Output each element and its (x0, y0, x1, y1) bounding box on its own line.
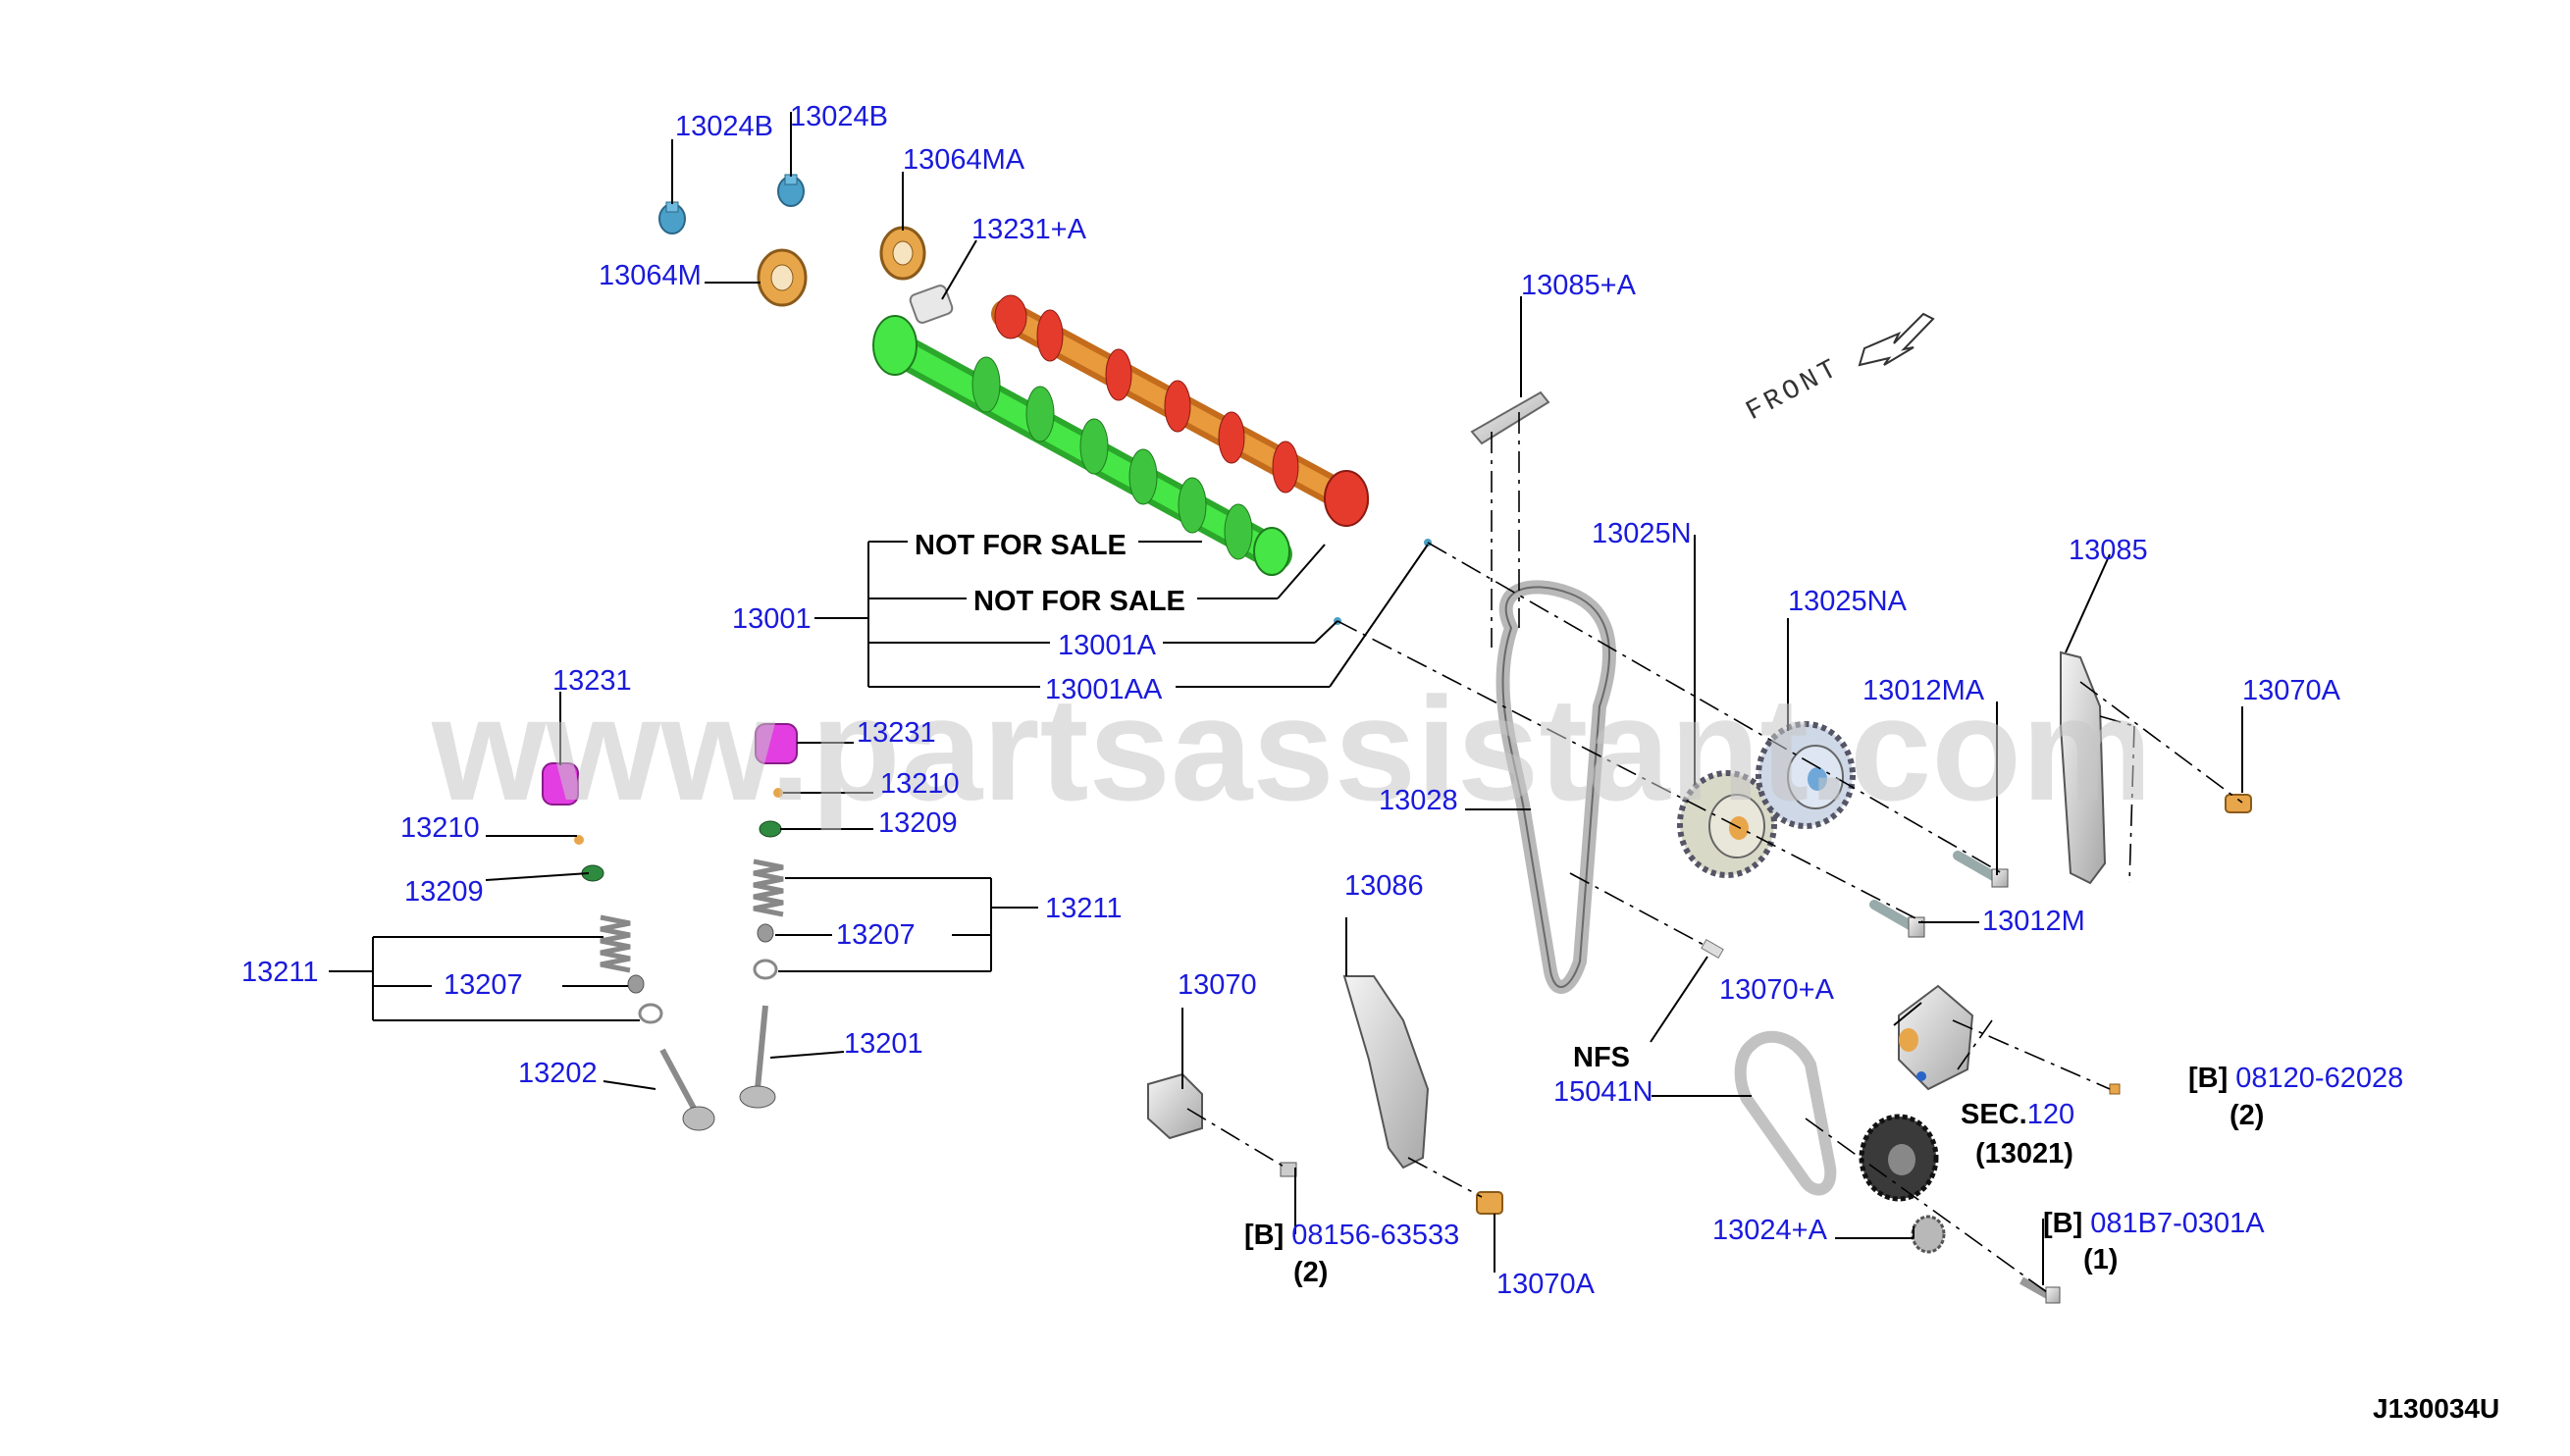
watermark-text: www.partsassistant.com (431, 666, 2152, 831)
bolt-13012ma-shape (1953, 851, 2009, 888)
tensioner-13070-shape (1147, 1072, 1203, 1140)
reluctor-13064ma-shape (879, 226, 926, 281)
label-13001[interactable]: 13001 (732, 603, 812, 635)
label-13025n[interactable]: 13025N (1592, 518, 1692, 549)
bushing-13231a-shape (909, 285, 954, 324)
bolt-08120-ref[interactable]: [B]08120-62028 (2188, 1063, 2403, 1094)
oil-pump-chain-15041n-shape (1734, 1030, 1837, 1196)
seat-left-shape (638, 1003, 663, 1024)
not-for-sale-exhaust: NOT FOR SALE (973, 586, 1185, 617)
label-13001aa[interactable]: 13001AA (1045, 674, 1163, 705)
bolt-13070a-right-shape (2225, 794, 2252, 813)
spring-13211-left-shape (600, 914, 631, 973)
bolt-08120-bracket: [B] (2188, 1063, 2228, 1094)
bolt-08120-number[interactable]: 08120-62028 (2235, 1063, 2403, 1094)
label-13070a-plus[interactable]: 13070+A (1719, 974, 1835, 1006)
bolt-08156-ref[interactable]: [B]08156-63533 (1244, 1220, 1459, 1251)
not-for-sale-intake: NOT FOR SALE (915, 530, 1127, 561)
chain-guide-13085-shape (2060, 650, 2107, 885)
tensioner-arm-13086-shape (1342, 975, 1430, 1170)
bolt-08156-qty: (2) (1293, 1257, 1328, 1288)
bolt-081b7-ref[interactable]: [B] 081B7-0301A (2043, 1208, 2265, 1239)
label-13001a[interactable]: 13001A (1058, 630, 1157, 661)
sprocket-13021-shape (1859, 1114, 1939, 1202)
bolt-081b7-number[interactable]: 081B7-0301A (2090, 1208, 2265, 1239)
label-13070[interactable]: 13070 (1178, 969, 1257, 1001)
front-direction-label: FRONT (1742, 353, 1846, 428)
bolt-08120-shape (2109, 1083, 2121, 1095)
spring-13211-mid-shape (753, 858, 784, 917)
label-13207-mid[interactable]: 13207 (836, 919, 916, 951)
exhaust-camshaft-shape (991, 294, 1369, 527)
seat-mid-shape (753, 959, 778, 980)
label-13210-left[interactable]: 13210 (400, 812, 480, 844)
label-13024b-left[interactable]: 13024B (675, 111, 773, 142)
bolt-13024b-right-shape (777, 174, 805, 207)
bolt-08120-qty: (2) (2229, 1100, 2264, 1131)
label-13070a-bottom[interactable]: 13070A (1496, 1269, 1596, 1300)
bolt-13070a-bottom-shape (1476, 1191, 1503, 1215)
valve-13202-shape (659, 1048, 715, 1131)
timing-chain-outline (1501, 586, 1610, 988)
bolt-08156-bracket: [B] (1244, 1220, 1284, 1251)
label-13064ma[interactable]: 13064MA (903, 144, 1025, 176)
bolt-081b7-bracket: [B] (2043, 1208, 2082, 1239)
tensioner-13070a-plus-shape (1898, 984, 1974, 1091)
seal-13207-left-shape (627, 974, 645, 994)
label-13012ma[interactable]: 13012MA (1862, 675, 1985, 706)
sprocket-13025na-shape (1756, 721, 1856, 829)
section-prefix: SEC. (1961, 1099, 2027, 1130)
label-13207-left[interactable]: 13207 (444, 969, 523, 1001)
part-labels: 13024B 13024B 13064MA 13064M 13231+A 130… (241, 101, 2499, 1424)
label-13028[interactable]: 13028 (1379, 785, 1458, 816)
section-part-number: (13021) (1975, 1138, 2073, 1170)
label-13025na[interactable]: 13025NA (1788, 586, 1908, 617)
diagram-code: J130034U (2373, 1393, 2499, 1424)
valve-13201-shape (739, 1005, 776, 1109)
cotter-13210-mid-shape (773, 788, 783, 798)
label-13210-mid[interactable]: 13210 (880, 768, 960, 800)
label-13086[interactable]: 13086 (1344, 870, 1424, 902)
section-number[interactable]: 120 (2027, 1099, 2074, 1130)
label-13024b-right[interactable]: 13024B (790, 101, 888, 132)
front-arrow-icon (1858, 312, 1935, 367)
intake-camshaft-shape (872, 315, 1292, 576)
bolt-08156-number[interactable]: 08156-63533 (1291, 1220, 1459, 1251)
label-13231a[interactable]: 13231+A (971, 214, 1087, 245)
label-13209-left[interactable]: 13209 (404, 876, 484, 908)
cotter-13210-left-shape (574, 835, 584, 845)
nfs-label: NFS (1573, 1042, 1630, 1073)
label-15041n[interactable]: 15041N (1553, 1076, 1653, 1108)
bolt-081b7-shape (2019, 1276, 2061, 1304)
bolt-13024b-left-shape (658, 201, 686, 234)
label-13231-mid[interactable]: 13231 (857, 717, 936, 749)
bolt-08156-shape (1280, 1162, 1297, 1177)
label-13201[interactable]: 13201 (844, 1028, 923, 1060)
section-ref[interactable]: SEC.120 (1961, 1099, 2074, 1130)
label-13085[interactable]: 13085 (2069, 535, 2148, 566)
sprocket-13024a-shape (1911, 1215, 1946, 1254)
label-13024a[interactable]: 13024+A (1712, 1215, 1828, 1246)
seal-13207-mid-shape (757, 923, 774, 943)
nfs-part-shape (1701, 938, 1724, 960)
bolt-081b7-qty: (1) (2083, 1244, 2118, 1275)
leader-lines (329, 112, 2243, 1285)
label-13202[interactable]: 13202 (518, 1058, 598, 1089)
label-13209-mid[interactable]: 13209 (878, 807, 958, 839)
label-13070a-right[interactable]: 13070A (2242, 675, 2341, 706)
label-13211-left[interactable]: 13211 (241, 957, 319, 988)
label-13012m[interactable]: 13012M (1982, 906, 2085, 937)
assembly-lines (1186, 412, 2243, 1296)
label-13211-right[interactable]: 13211 (1045, 893, 1123, 924)
label-13085a[interactable]: 13085+A (1521, 270, 1637, 301)
label-13231-left[interactable]: 13231 (552, 665, 632, 697)
reluctor-13064m-shape (757, 248, 808, 307)
label-13064m[interactable]: 13064M (599, 260, 702, 291)
bracket-13085a-shape (1470, 390, 1550, 445)
